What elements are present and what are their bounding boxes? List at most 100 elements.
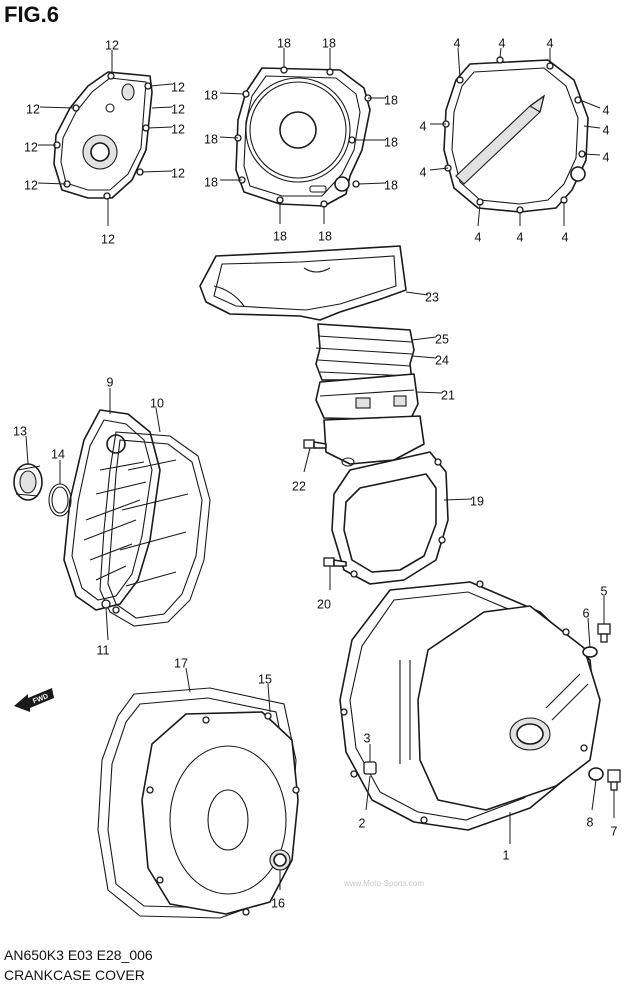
callout-4: 4 bbox=[603, 103, 610, 117]
callout-4: 4 bbox=[562, 230, 569, 244]
callout-7: 7 bbox=[611, 824, 618, 838]
leader-line-12 bbox=[141, 170, 173, 173]
leader-line-8 bbox=[591, 779, 597, 811]
callout-10: 10 bbox=[150, 396, 164, 410]
leader-line-12 bbox=[37, 182, 67, 185]
callout-19: 19 bbox=[470, 494, 484, 508]
callout-4: 4 bbox=[420, 165, 427, 179]
part-generator-cover-18 bbox=[234, 66, 372, 208]
part-duct-boot-25-24 bbox=[315, 323, 415, 381]
callout-23: 23 bbox=[425, 290, 439, 304]
callout-2: 2 bbox=[359, 816, 366, 830]
watermark: www.Moto-Sports.com bbox=[343, 879, 424, 888]
callout-12: 12 bbox=[171, 122, 185, 136]
part-cover-15 bbox=[141, 711, 300, 916]
leader-line-4 bbox=[583, 125, 601, 129]
leader-lines bbox=[25, 47, 615, 890]
callout-15: 15 bbox=[258, 672, 272, 686]
leader-line-24 bbox=[411, 355, 437, 359]
leader-line-4 bbox=[477, 203, 481, 227]
callout-1: 1 bbox=[503, 848, 510, 862]
callout-8: 8 bbox=[587, 815, 594, 829]
callout-18: 18 bbox=[384, 93, 398, 107]
leader-line-10 bbox=[155, 407, 161, 433]
leader-line-18 bbox=[219, 136, 239, 139]
callout-20: 20 bbox=[317, 597, 331, 611]
part-large-cover-1 bbox=[339, 580, 601, 831]
part-cover-ring-19 bbox=[331, 451, 449, 585]
leader-line-11 bbox=[105, 607, 109, 641]
callout-22: 22 bbox=[292, 479, 306, 493]
part-clutch-cover-9 bbox=[63, 409, 161, 611]
part-gasket-10 bbox=[99, 431, 211, 627]
part-air-duct-23 bbox=[199, 245, 407, 321]
callout-11: 11 bbox=[97, 643, 110, 657]
callout-12: 12 bbox=[171, 102, 185, 116]
figure-title: FIG.6 bbox=[4, 2, 59, 27]
part-washer-8 bbox=[588, 767, 604, 781]
leader-line-12 bbox=[147, 126, 173, 129]
callout-18: 18 bbox=[322, 36, 336, 50]
part-round-cover-4 bbox=[442, 56, 589, 214]
callout-25: 25 bbox=[435, 332, 449, 346]
callout-4: 4 bbox=[517, 230, 524, 244]
callout-12: 12 bbox=[26, 102, 40, 116]
leader-line-15 bbox=[267, 683, 271, 713]
callout-12: 12 bbox=[24, 178, 38, 192]
callout-18: 18 bbox=[204, 132, 218, 146]
callout-18: 18 bbox=[273, 229, 287, 243]
callout-12: 12 bbox=[24, 140, 38, 154]
callout-4: 4 bbox=[547, 36, 554, 50]
callout-14: 14 bbox=[51, 447, 65, 461]
leader-line-4 bbox=[583, 153, 601, 156]
callout-21: 21 bbox=[441, 388, 455, 402]
callout-18: 18 bbox=[204, 88, 218, 102]
leader-line-18 bbox=[357, 182, 387, 185]
part-bolt-5 bbox=[597, 623, 611, 643]
leader-line-19 bbox=[443, 498, 473, 501]
part-bolt-20 bbox=[323, 557, 347, 567]
callout-13: 13 bbox=[13, 424, 27, 438]
figure-caption: CRANKCASE COVER bbox=[4, 967, 145, 983]
fwd-arrow-icon: FWD bbox=[14, 688, 54, 712]
callout-4: 4 bbox=[454, 36, 461, 50]
model-code: AN650K3 E03 E28_006 bbox=[4, 947, 153, 963]
callout-3: 3 bbox=[364, 731, 371, 745]
callout-16: 16 bbox=[271, 896, 285, 910]
callout-4: 4 bbox=[603, 150, 610, 164]
callout-18: 18 bbox=[318, 229, 332, 243]
leader-line-13 bbox=[25, 435, 29, 465]
leader-line-4 bbox=[429, 167, 449, 171]
callout-4: 4 bbox=[603, 123, 610, 137]
callout-12: 12 bbox=[171, 80, 185, 94]
leader-line-12 bbox=[149, 83, 173, 87]
part-duct-clamp-21 bbox=[315, 373, 419, 421]
part-plug-16 bbox=[269, 849, 291, 871]
leader-line-21 bbox=[415, 391, 443, 394]
callout-4: 4 bbox=[420, 119, 427, 133]
callout-12: 12 bbox=[105, 38, 119, 52]
callout-17: 17 bbox=[174, 656, 188, 670]
leader-line-4 bbox=[579, 99, 601, 109]
callout-9: 9 bbox=[107, 375, 114, 389]
callout-5: 5 bbox=[601, 584, 608, 598]
part-plug-7 bbox=[607, 769, 621, 791]
leader-line-25 bbox=[411, 336, 437, 341]
leader-line-4 bbox=[457, 47, 461, 79]
part-bolt-22 bbox=[303, 439, 327, 449]
leader-line-17 bbox=[185, 667, 191, 693]
part-washer-6 bbox=[582, 646, 598, 658]
callout-4: 4 bbox=[499, 36, 506, 50]
part-o-ring-14 bbox=[48, 483, 72, 517]
leader-line-12 bbox=[39, 106, 75, 109]
part-oil-seal-13 bbox=[13, 463, 43, 501]
callout-4: 4 bbox=[475, 230, 482, 244]
callout-12: 12 bbox=[101, 232, 115, 246]
leader-line-2 bbox=[365, 775, 371, 811]
leader-line-18 bbox=[219, 92, 245, 95]
leader-line-23 bbox=[405, 291, 429, 296]
leader-line-12 bbox=[151, 106, 173, 109]
bolt-holes-12 bbox=[53, 72, 152, 200]
part-dowel-3 bbox=[363, 761, 377, 775]
